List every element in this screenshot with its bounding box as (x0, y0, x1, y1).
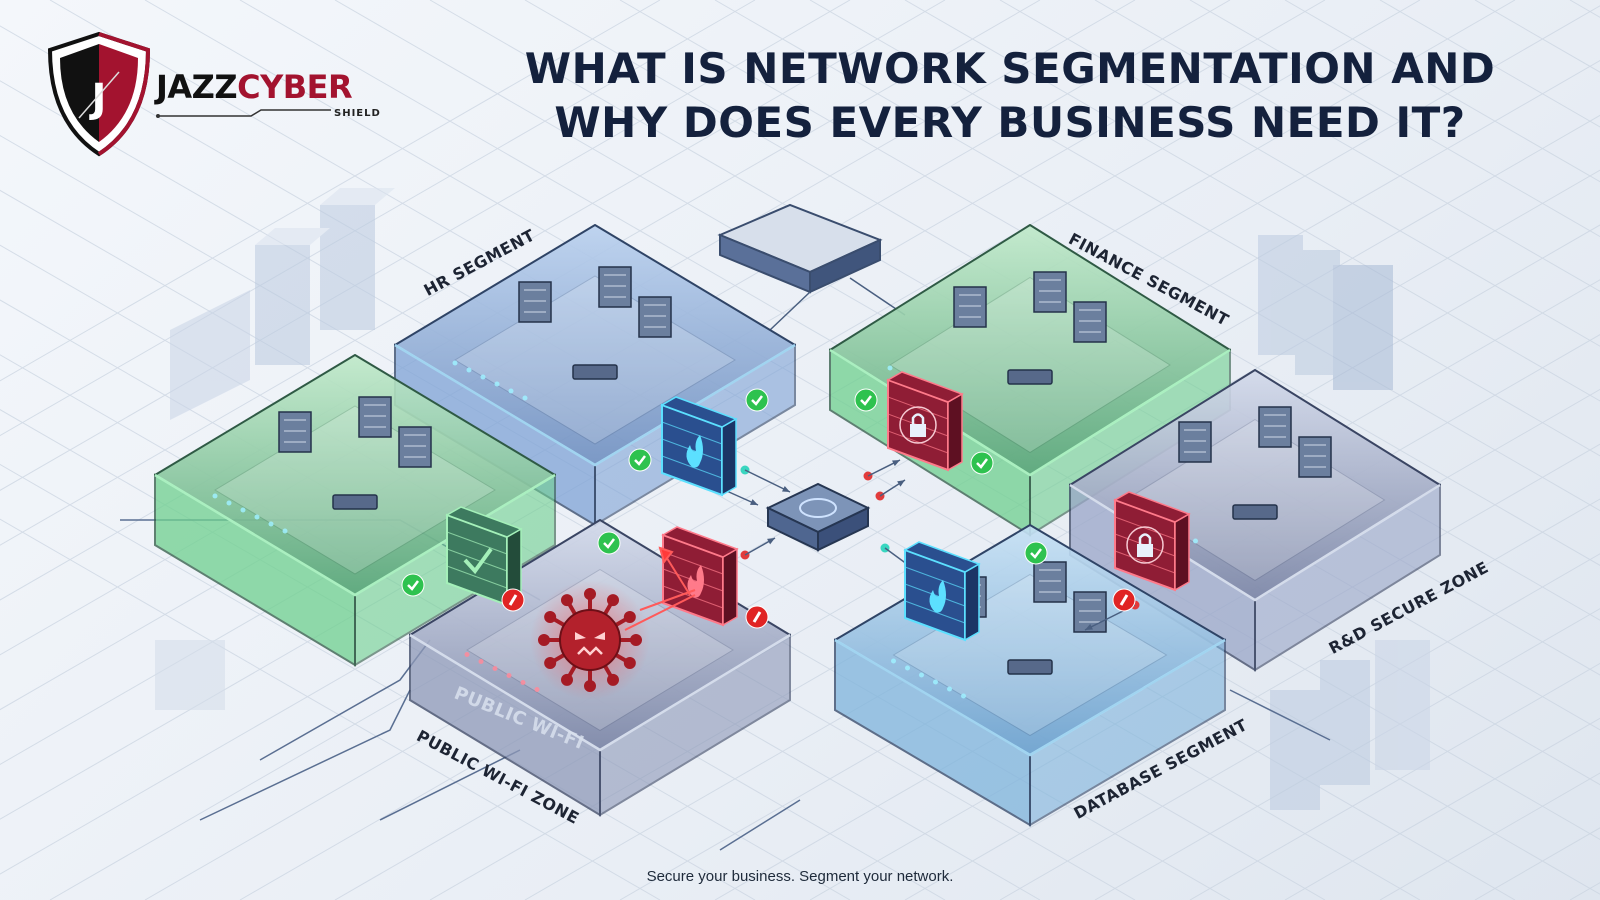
blocked-badge (1112, 588, 1136, 612)
allowed-traffic-arrow (740, 465, 791, 493)
server-icon (598, 266, 632, 308)
firewall-rnd-icon (1113, 491, 1191, 592)
firewall-hr-icon (660, 396, 738, 497)
segment-employee (154, 354, 556, 667)
title-line-2: WHY DOES EVERY BUSINESS NEED IT? (554, 98, 1466, 147)
allowed-check-badge (854, 388, 878, 412)
title-line-1: WHAT IS NETWORK SEGMENTATION AND (524, 44, 1496, 93)
laptop-icon (953, 286, 987, 328)
core-router-top (717, 203, 906, 331)
server-icon (1033, 271, 1067, 313)
server-icon (1073, 301, 1107, 343)
allowed-check-badge (1024, 541, 1048, 565)
lock-icon (1137, 544, 1153, 557)
malware-virus-icon (530, 580, 650, 700)
allowed-check-badge (970, 451, 994, 475)
allowed-check-badge (597, 531, 621, 555)
lock-icon (910, 424, 926, 437)
svg-text:J: J (89, 76, 107, 122)
background-servers-right (155, 235, 1430, 810)
segment-devices-rnd (1178, 406, 1332, 520)
server-icon (1033, 561, 1067, 603)
server-icon (1073, 591, 1107, 633)
page-title: WHAT IS NETWORK SEGMENTATION AND WHY DOE… (470, 42, 1550, 150)
switch-icon (1007, 659, 1053, 675)
brand-subtitle: SHIELD (334, 108, 381, 119)
blocked-badge (501, 588, 525, 612)
server-icon (638, 296, 672, 338)
brand-name-part1: JAZZ (156, 68, 238, 106)
laptop-icon (1178, 421, 1212, 463)
allowed-check-badge (745, 388, 769, 412)
background-servers-left (170, 188, 395, 420)
allowed-check-badge (628, 448, 652, 472)
firewall-employee-icon (445, 506, 523, 607)
brand-logo: J JAZZCYBER SHIELD (44, 30, 404, 160)
footer-tagline: Secure your business. Segment your netwo… (646, 868, 954, 885)
segment-devices-finance (953, 271, 1107, 385)
flame-icon (687, 565, 704, 598)
switch-icon (332, 494, 378, 510)
server-icon (398, 426, 432, 468)
circuit-line-decoration (156, 109, 331, 118)
flame-icon (929, 580, 946, 613)
blocked-badge (745, 605, 769, 629)
allowed-check-badge (401, 573, 425, 597)
server-icon (1258, 406, 1292, 448)
server-icon (358, 396, 392, 438)
laptop-icon (278, 411, 312, 453)
server-icon (1298, 436, 1332, 478)
switch-icon (1007, 369, 1053, 385)
flame-icon (686, 435, 703, 468)
switch-icon (572, 364, 618, 380)
switch-icon (1232, 504, 1278, 520)
brand-name-part2: CYBER (237, 68, 353, 106)
blocked-attack-rays (624, 546, 696, 631)
blocked-traffic-arrow (863, 459, 901, 481)
central-switch (765, 482, 871, 552)
segment-finance (829, 224, 1231, 537)
segment-devices-employee (278, 396, 432, 510)
blocked-traffic-arrow (740, 537, 776, 560)
laptop-icon (518, 281, 552, 323)
firewall-database-icon (903, 541, 981, 642)
shield-logo-icon: J (47, 31, 151, 157)
blocked-traffic-arrow (875, 479, 906, 501)
check-icon (463, 547, 493, 575)
firewall-finance-icon (886, 371, 964, 472)
brand-wordmark: JAZZCYBER (156, 68, 353, 106)
segment-devices-hr (518, 266, 672, 380)
